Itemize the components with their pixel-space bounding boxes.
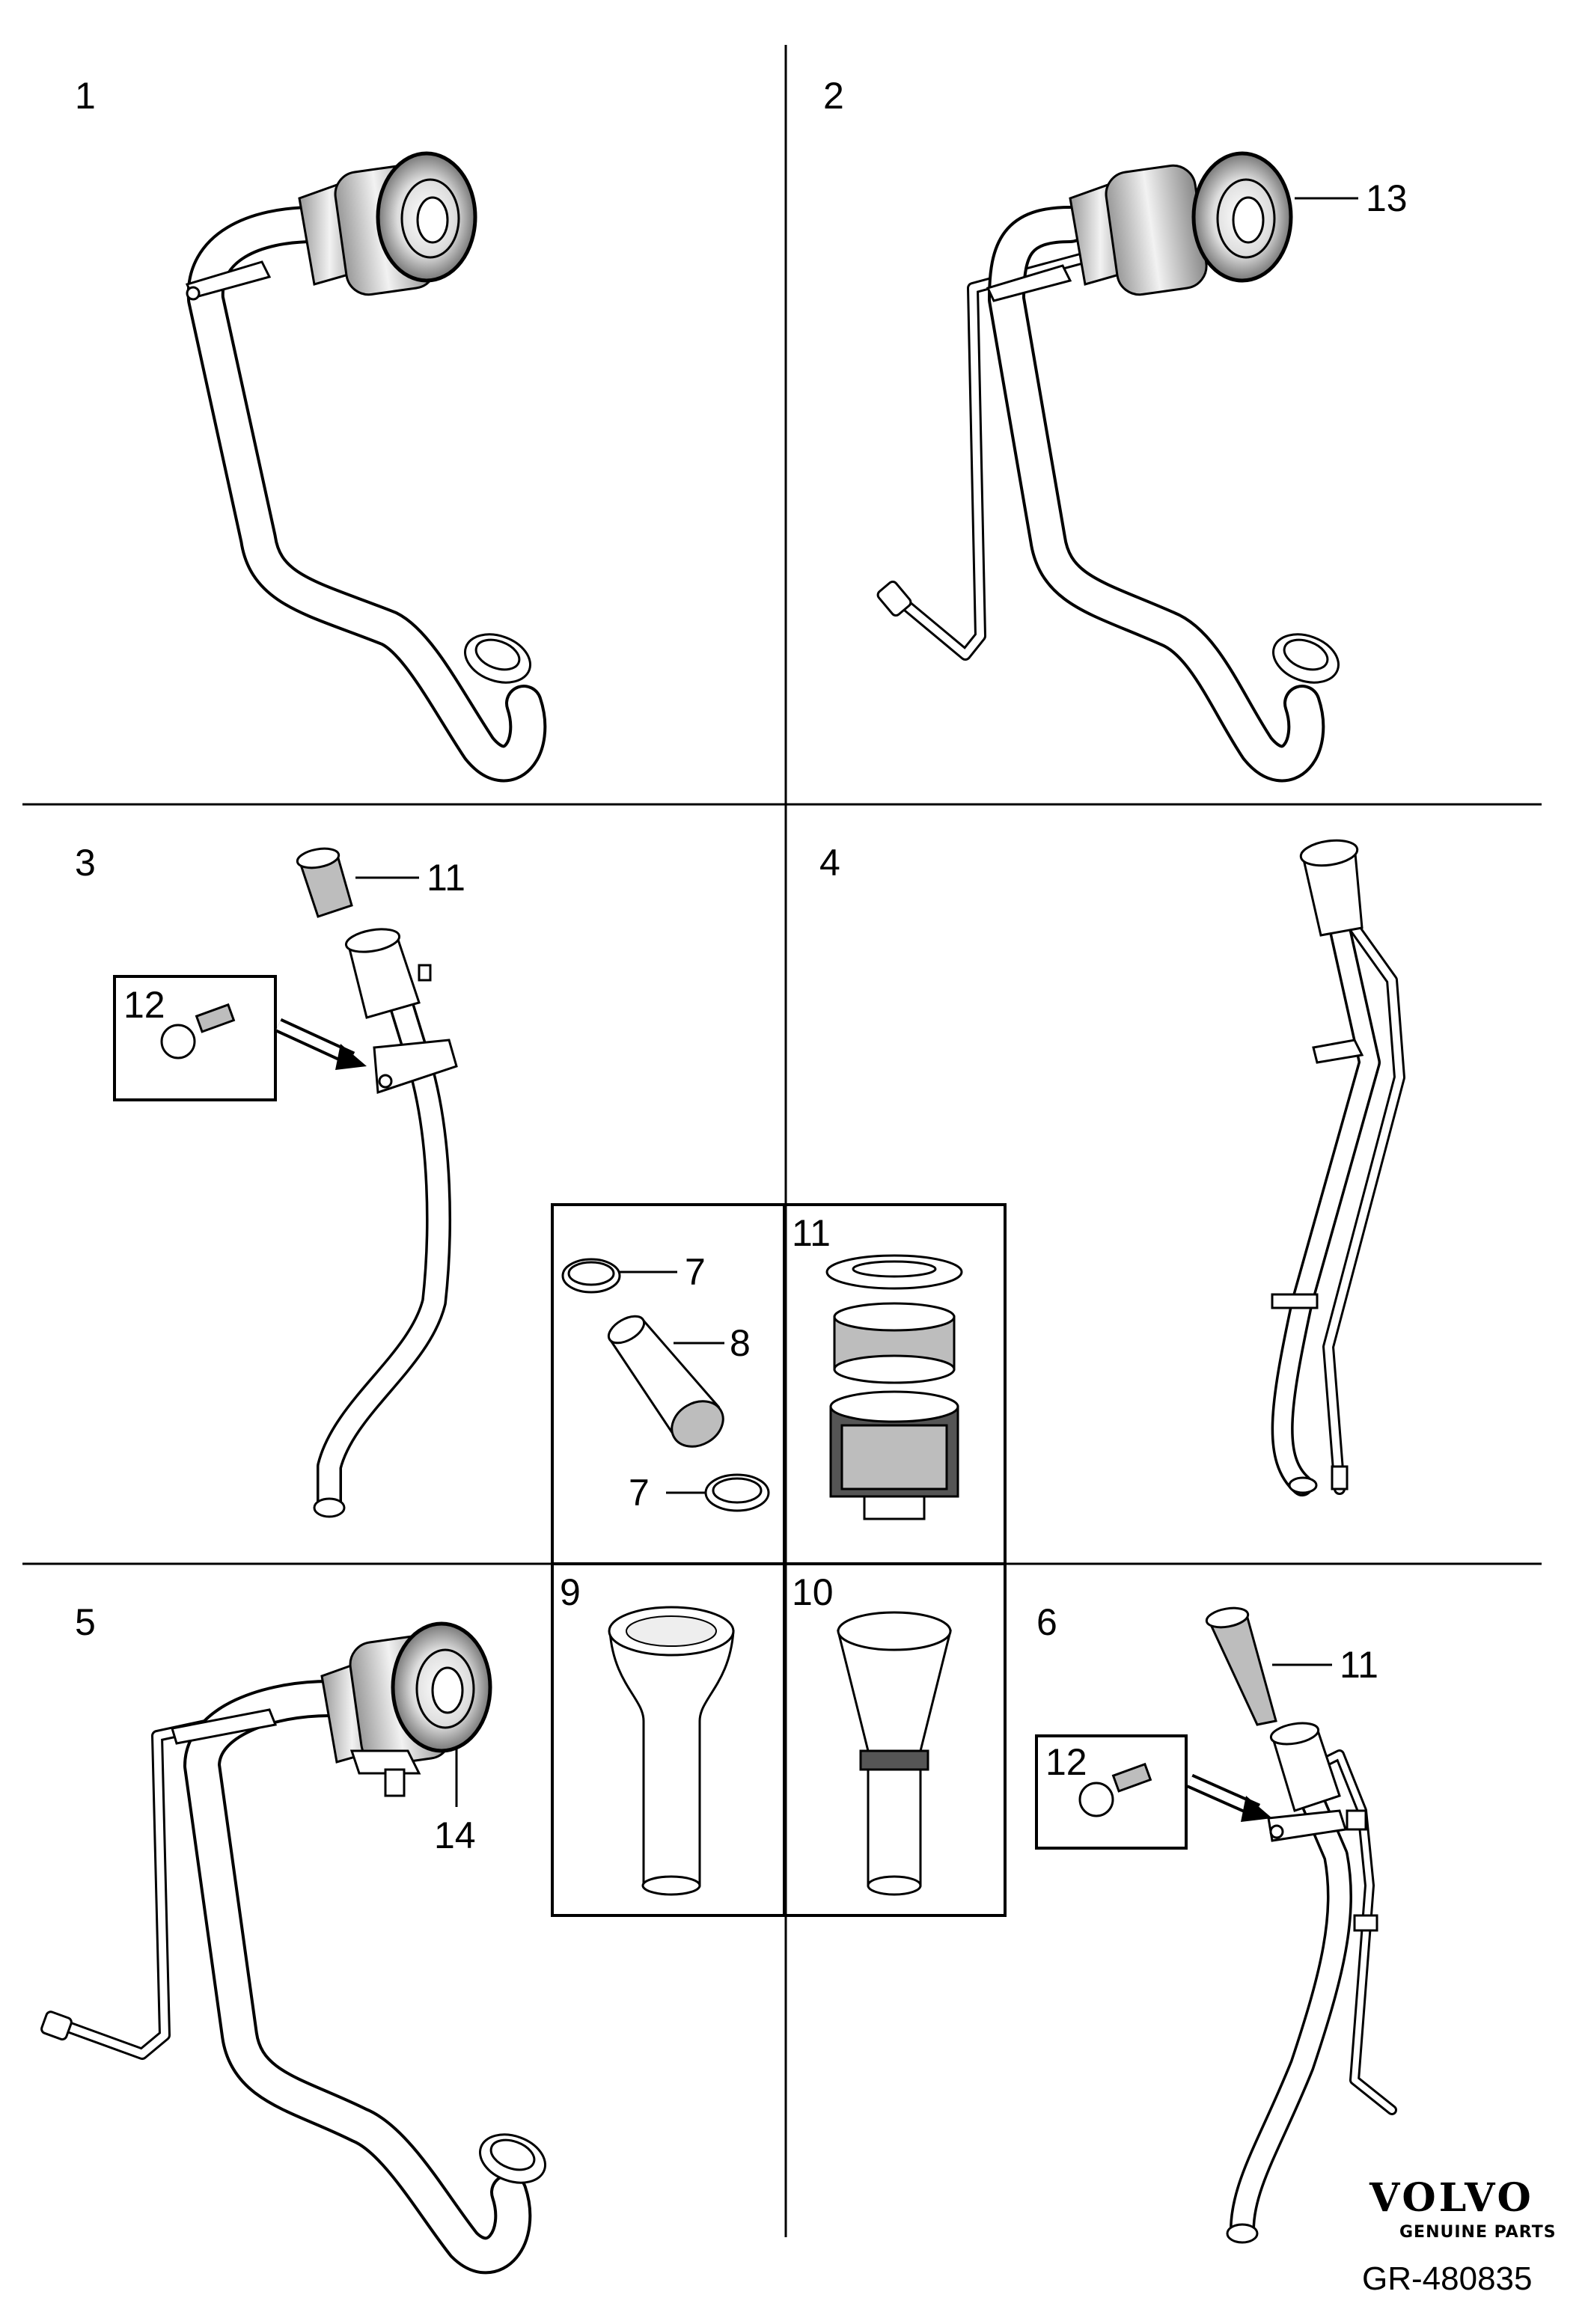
volvo-logo: VOLVO	[1369, 2175, 1534, 2221]
callout-14: 14	[434, 1814, 476, 1856]
callout-13: 13	[1366, 177, 1408, 219]
volvo-branding: VOLVO GENUINE PARTS GR-480835	[1362, 2175, 1557, 2297]
callout-9: 9	[560, 1571, 581, 1613]
filler-pipe-panel-2: 13	[876, 151, 1408, 783]
filler-pipe-panel-3: 11 12	[113, 847, 465, 1518]
panel-label-1: 1	[75, 75, 96, 117]
panel-label-3: 3	[75, 842, 96, 884]
bolt-box-p6	[1035, 1734, 1188, 1850]
callout-11-inset: 11	[792, 1212, 831, 1254]
filler-pipe-panel-5: 14	[40, 1621, 547, 2275]
inset-box-funnel-b	[783, 1562, 1007, 1917]
callout-11-p6: 11	[1340, 1644, 1378, 1686]
callout-12-p3: 12	[123, 984, 165, 1026]
callout-7-top: 7	[685, 1251, 706, 1293]
filler-pipe-panel-1	[185, 151, 547, 783]
clamp-top	[561, 1258, 621, 1294]
panel-dividers	[22, 45, 1542, 2237]
genuine-parts-tagline: GENUINE PARTS	[1399, 2223, 1557, 2242]
drawing-number: GR-480835	[1362, 2260, 1532, 2297]
callout-7-bottom: 7	[629, 1472, 650, 1514]
funnel-9	[608, 1630, 735, 1887]
panel-label-6: 6	[1036, 1601, 1057, 1643]
inset-boxes: 7 8 7 11 9 10	[551, 1203, 1007, 1917]
callout-8: 8	[730, 1322, 751, 1364]
panel-label-4: 4	[819, 842, 840, 884]
panel-label-2: 2	[823, 75, 844, 117]
clamp-bottom	[704, 1473, 770, 1512]
filler-pipe-panel-6: 11 12	[1035, 1606, 1397, 2244]
panel-label-5: 5	[75, 1601, 96, 1643]
filler-pipe-panel-4	[1271, 839, 1405, 1496]
callout-12-p6: 12	[1045, 1741, 1087, 1783]
bolt-box-p3	[113, 975, 277, 1101]
callout-11-p3: 11	[427, 857, 465, 899]
callout-10: 10	[792, 1571, 834, 1613]
